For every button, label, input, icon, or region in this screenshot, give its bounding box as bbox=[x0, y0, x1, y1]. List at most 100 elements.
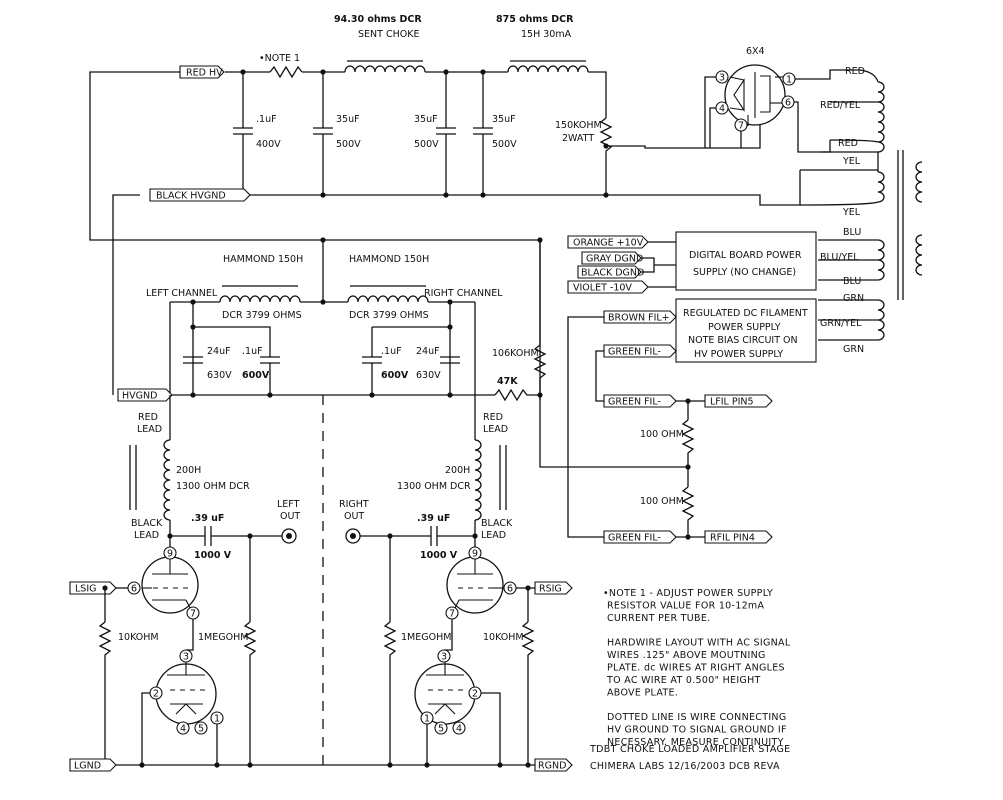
choke2-name: 15H 30mA bbox=[521, 29, 572, 40]
fil-r2-label: 100 OHM bbox=[640, 496, 684, 507]
rect-pin-3: 3 bbox=[719, 73, 725, 84]
rectifier-6x4: 6X4 3 1 4 6 7 bbox=[704, 46, 860, 153]
right-tube2-pin3: 3 bbox=[441, 652, 447, 663]
hvgnd-tag: HVGND bbox=[117, 388, 173, 402]
left-cap-value: .39 uF bbox=[191, 513, 224, 524]
right-red-lead-2: LEAD bbox=[483, 424, 508, 435]
lead-yel-2: YEL bbox=[842, 207, 861, 218]
digital-supply: DIGITAL BOARD POWER SUPPLY (NO CHANGE) O… bbox=[567, 231, 817, 294]
lead-blu-2: BLU bbox=[843, 276, 861, 287]
right-tube2-pin2: 2 bbox=[472, 689, 478, 700]
tag-violet: VIOLET -10V bbox=[573, 283, 632, 294]
rect-pin-6: 6 bbox=[785, 98, 791, 109]
tag-black: BLACK DGND bbox=[581, 268, 644, 279]
right-black-lead-2: LEAD bbox=[481, 530, 506, 541]
lead-red-2: RED bbox=[838, 138, 858, 149]
left-cap-volt: 1000 V bbox=[194, 550, 232, 561]
cap3-value: 35uF bbox=[414, 114, 438, 125]
tag-brown-fil: BROWN FIL+ bbox=[608, 313, 670, 324]
cap2-value: 35uF bbox=[336, 114, 360, 125]
tag-green-fil-1: GREEN FIL- bbox=[608, 347, 661, 358]
left-out-1: LEFT bbox=[277, 499, 300, 510]
r106k-label: 106KOHM bbox=[492, 348, 539, 359]
right-tube2-pin1: 1 bbox=[424, 714, 430, 725]
fil-line-1: REGULATED DC FILAMENT bbox=[683, 308, 808, 319]
right-stage: 9 6 7 RSIG 3 2 1 5 4 RGND RED L bbox=[323, 395, 573, 772]
lsig-label: LSIG bbox=[75, 584, 97, 595]
tag-orange: ORANGE +10V bbox=[573, 238, 644, 249]
right-tube2-pin5: 5 bbox=[438, 724, 444, 735]
black-hvgnd-tag: BLACK HVGND bbox=[149, 188, 251, 202]
hammond-left-name: HAMMOND 150H bbox=[223, 254, 303, 265]
lead-grn-1: GRN bbox=[843, 293, 864, 304]
choke1-name: SENT CHOKE bbox=[358, 29, 419, 40]
left-choke-dcr: 1300 OHM DCR bbox=[176, 481, 250, 492]
rect-pin-7: 7 bbox=[738, 121, 744, 132]
hammond-left bbox=[219, 295, 301, 303]
rect-pin-1: 1 bbox=[786, 75, 792, 86]
tag-gray: GRAY DGND bbox=[586, 254, 643, 265]
black-hvgnd-label: BLACK HVGND bbox=[156, 191, 226, 202]
left-tube2-pin1: 1 bbox=[214, 714, 220, 725]
right-tube2-pin4: 4 bbox=[456, 724, 462, 735]
sent-choke bbox=[344, 65, 426, 73]
hv-supply: RED HV BLACK HVGND •NOTE 1 94.30 ohms DC… bbox=[89, 14, 801, 400]
note1-resistor bbox=[269, 65, 303, 79]
cap-mid2-value: .1uF bbox=[242, 346, 263, 357]
note-line: ABOVE PLATE. bbox=[607, 688, 678, 699]
bleeder-resistor bbox=[599, 117, 613, 195]
right-1meg-resistor bbox=[383, 621, 397, 765]
left-channel-label: LEFT CHANNEL bbox=[146, 288, 218, 299]
left-rgrid-label: 10KOHM bbox=[118, 632, 159, 643]
left-tube2-pin5: 5 bbox=[198, 724, 204, 735]
left-tube1-pin7: 7 bbox=[190, 609, 196, 620]
lgnd-label: LGND bbox=[74, 761, 101, 772]
hammond-left-dcr: DCR 3799 OHMS bbox=[222, 310, 302, 321]
fil-resistor-1 bbox=[681, 419, 695, 467]
fil-line-4: HV POWER SUPPLY bbox=[694, 349, 783, 360]
note-line: NECESSARY. MEASURE CONTINUITY bbox=[607, 737, 784, 748]
power-transformer: RED RED/YEL RED YEL YEL BLU BLU/YEL BLU … bbox=[799, 66, 923, 355]
lead-yel-1: YEL bbox=[842, 156, 861, 167]
cap4-volt: 500V bbox=[492, 139, 517, 150]
blu-secondary bbox=[877, 239, 885, 281]
filament-supply: REGULATED DC FILAMENT POWER SUPPLY NOTE … bbox=[539, 298, 817, 544]
choke2-dcr: 875 ohms DCR bbox=[496, 14, 574, 25]
right-cap-volt: 1000 V bbox=[420, 550, 458, 561]
right-200h-choke bbox=[474, 439, 482, 521]
rfil-pin4: RFIL PIN4 bbox=[710, 533, 755, 544]
hammond-right bbox=[347, 295, 429, 303]
digital-title-2: SUPPLY (NO CHANGE) bbox=[693, 267, 796, 278]
right-10k-resistor bbox=[521, 621, 535, 765]
r47k bbox=[494, 388, 540, 402]
note-line: HARDWIRE LAYOUT WITH AC SIGNAL bbox=[607, 638, 791, 649]
bleeder-rating: 2WATT bbox=[562, 133, 594, 144]
primary-winding bbox=[915, 161, 923, 276]
right-red-lead-1: RED bbox=[483, 412, 503, 423]
right-choke-l: 200H bbox=[445, 465, 470, 476]
cap-mid4-volt: 630V bbox=[416, 370, 441, 381]
lead-grn-2: GRN bbox=[843, 344, 864, 355]
right-tube1-pin7: 7 bbox=[449, 609, 455, 620]
cap-mid3-volt: 600V bbox=[381, 370, 409, 381]
hv-secondary bbox=[877, 81, 885, 153]
note-line: DOTTED LINE IS WIRE CONNECTING bbox=[607, 712, 787, 723]
cap-mid3-value: .1uF bbox=[381, 346, 402, 357]
note-line: CURRENT PER TUBE. bbox=[607, 613, 710, 624]
hvgnd-label: HVGND bbox=[122, 391, 157, 402]
note-line: •NOTE 1 - ADJUST POWER SUPPLY bbox=[603, 588, 773, 599]
red-hv-tag: RED HV bbox=[179, 65, 225, 79]
left-tube2-pin3: 3 bbox=[183, 652, 189, 663]
fil-r1-label: 100 OHM bbox=[640, 429, 684, 440]
rect-pin-4: 4 bbox=[719, 104, 725, 115]
r106k bbox=[533, 240, 547, 400]
right-choke-dcr: 1300 OHM DCR bbox=[397, 481, 471, 492]
note-line: TO AC WIRE AT 0.500" HEIGHT bbox=[606, 675, 761, 686]
rectifier-label: 6X4 bbox=[746, 46, 765, 57]
cap2-volt: 500V bbox=[336, 139, 361, 150]
left-tube2-pin4: 4 bbox=[180, 724, 186, 735]
bleeder-value: 150KOHM bbox=[555, 120, 602, 131]
fil-line-2: POWER SUPPLY bbox=[708, 322, 781, 333]
left-black-lead-2: LEAD bbox=[134, 530, 159, 541]
